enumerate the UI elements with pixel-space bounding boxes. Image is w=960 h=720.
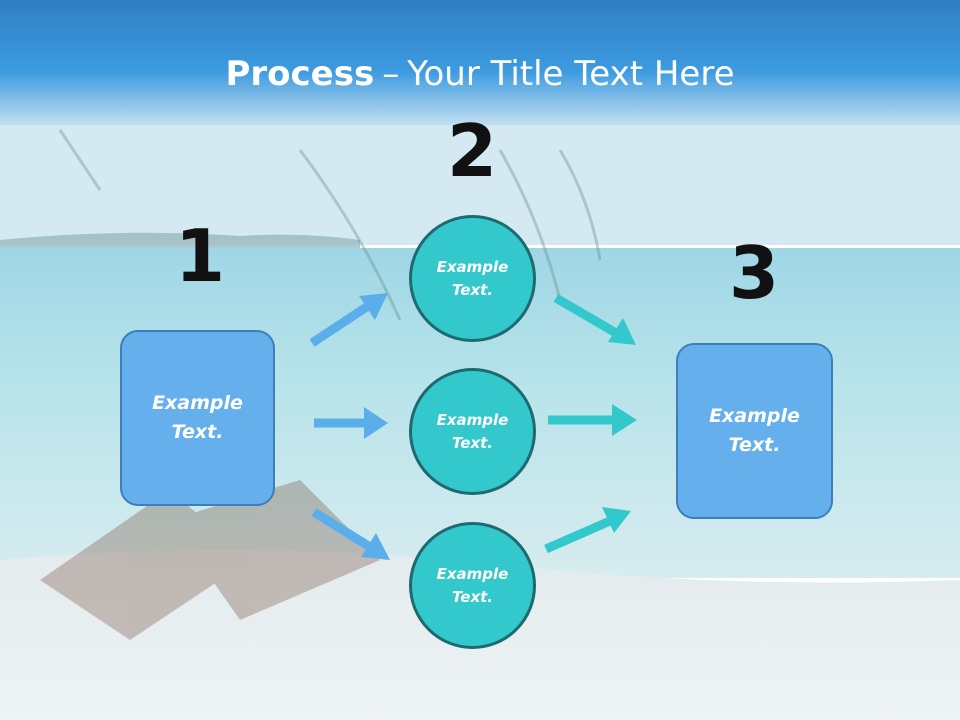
- step-number-2: 2: [446, 109, 498, 193]
- arrow-left-to-middle: [314, 407, 388, 439]
- right-box-text: Example Text.: [709, 405, 800, 456]
- step-number-1: 1: [174, 214, 226, 298]
- circle-node-middle: Example Text.: [409, 368, 536, 495]
- circle-node-top: Example Text.: [409, 215, 536, 342]
- right-process-box: Example Text.: [676, 343, 833, 519]
- slide-title: Process–Your Title Text Here: [0, 52, 960, 96]
- circle-bottom-text: Example Text.: [436, 564, 509, 606]
- circle-top-text: Example Text.: [436, 257, 509, 299]
- arrow-bottom-to-right: [544, 507, 631, 554]
- arrow-middle-to-right: [548, 404, 637, 436]
- title-dash: –: [382, 54, 400, 94]
- arrow-top-to-right: [553, 294, 636, 345]
- title-text: Your Title Text Here: [407, 54, 735, 94]
- arrow-left-to-top: [309, 293, 388, 347]
- circle-node-bottom: Example Text.: [409, 522, 536, 649]
- step-number-3: 3: [728, 231, 780, 315]
- left-process-box: Example Text.: [120, 330, 275, 506]
- arrow-left-to-bottom: [311, 508, 390, 560]
- circle-middle-text: Example Text.: [436, 410, 509, 452]
- title-bold-word: Process: [225, 54, 375, 94]
- left-box-text: Example Text.: [152, 392, 243, 443]
